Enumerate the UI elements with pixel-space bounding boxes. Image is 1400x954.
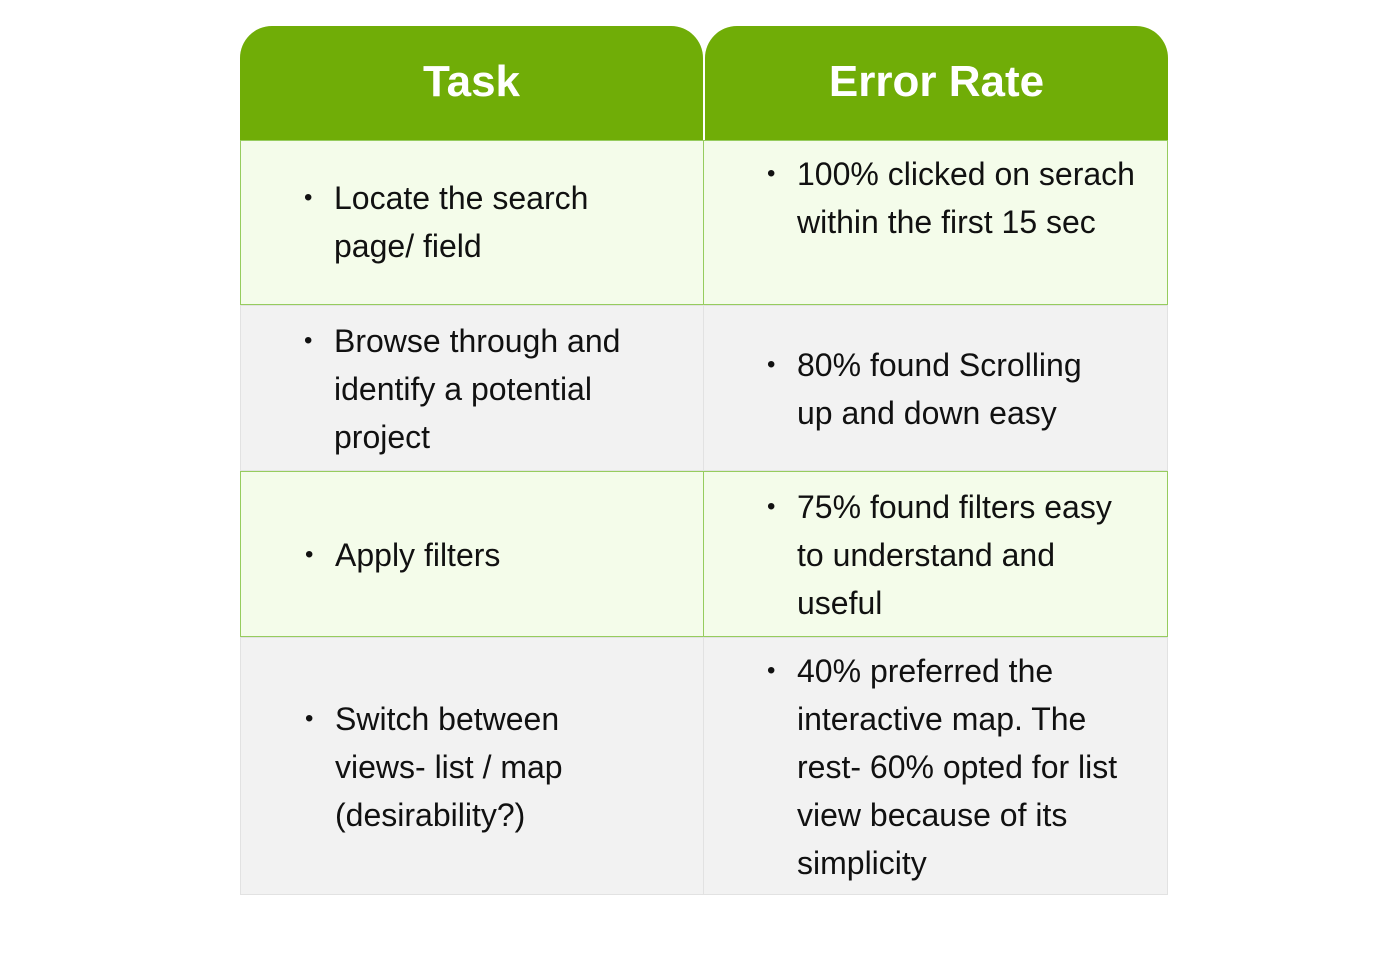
table-header: Task Error Rate bbox=[240, 26, 1169, 140]
header-error-rate: Error Rate bbox=[705, 26, 1168, 140]
task-cell: • Locate the search page/ field bbox=[240, 140, 704, 305]
bullet-icon: • bbox=[304, 184, 313, 211]
table-row: • Apply filters • 75% found filters easy… bbox=[240, 471, 1169, 637]
error-rate-cell: • 75% found filters easy to understand a… bbox=[704, 471, 1168, 637]
error-rate-bullet: • 40% preferred the interactive map. The… bbox=[767, 647, 1142, 887]
task-bullet: • Switch between views- list / map (desi… bbox=[305, 695, 655, 839]
task-cell: • Switch between views- list / map (desi… bbox=[240, 637, 704, 895]
bullet-icon: • bbox=[767, 351, 776, 378]
task-text: Switch between views- list / map (desira… bbox=[335, 701, 563, 833]
error-rate-cell: • 100% clicked on serach within the firs… bbox=[704, 140, 1168, 305]
bullet-icon: • bbox=[767, 657, 776, 684]
table-row: • Switch between views- list / map (desi… bbox=[240, 637, 1169, 895]
task-cell: • Apply filters bbox=[240, 471, 704, 637]
bullet-icon: • bbox=[304, 327, 313, 354]
error-rate-bullet: • 100% clicked on serach within the firs… bbox=[767, 150, 1137, 246]
error-rate-text: 100% clicked on serach within the first … bbox=[797, 156, 1135, 240]
bullet-icon: • bbox=[767, 493, 776, 520]
error-rate-bullet: • 75% found filters easy to understand a… bbox=[767, 483, 1137, 627]
usability-table: Task Error Rate • Locate the search page… bbox=[240, 26, 1169, 895]
header-error-rate-label: Error Rate bbox=[828, 57, 1045, 106]
error-rate-text: 40% preferred the interactive map. The r… bbox=[797, 653, 1118, 881]
error-rate-text: 80% found Scrolling up and down easy bbox=[797, 347, 1082, 431]
table-row: • Browse through and identify a potentia… bbox=[240, 305, 1169, 471]
header-task-label: Task bbox=[422, 57, 521, 106]
error-rate-cell: • 80% found Scrolling up and down easy bbox=[704, 305, 1168, 471]
header-task: Task bbox=[240, 26, 703, 140]
task-bullet: • Apply filters bbox=[305, 531, 655, 579]
error-rate-bullet: • 80% found Scrolling up and down easy bbox=[767, 341, 1117, 437]
task-text: Locate the search page/ field bbox=[334, 180, 589, 264]
task-bullet: • Locate the search page/ field bbox=[304, 174, 654, 270]
bullet-icon: • bbox=[305, 705, 314, 732]
bullet-icon: • bbox=[767, 160, 776, 187]
task-bullet: • Browse through and identify a potentia… bbox=[304, 317, 654, 461]
bullet-icon: • bbox=[305, 541, 314, 568]
task-text: Apply filters bbox=[335, 537, 501, 573]
error-rate-text: 75% found filters easy to understand and… bbox=[797, 489, 1112, 621]
error-rate-cell: • 40% preferred the interactive map. The… bbox=[704, 637, 1168, 895]
task-text: Browse through and identify a potential … bbox=[334, 323, 621, 455]
table-row: • Locate the search page/ field • 100% c… bbox=[240, 140, 1169, 305]
task-cell: • Browse through and identify a potentia… bbox=[240, 305, 704, 471]
